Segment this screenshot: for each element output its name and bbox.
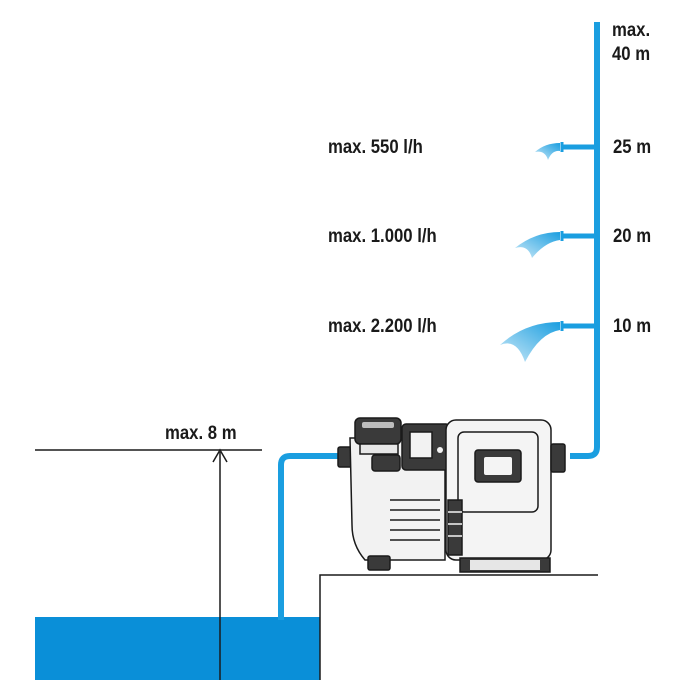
branch-pipe-10 (560, 321, 597, 331)
water-spray-icon (515, 232, 560, 258)
top-height-label-line2: 40 m (612, 44, 651, 65)
height-label-25: 25 m (613, 137, 652, 158)
arrow-up-icon (212, 448, 228, 680)
branch-pipe-20 (560, 231, 597, 241)
flow-label-25: max. 550 l/h (328, 137, 423, 158)
flow-label-10: max. 2.200 l/h (328, 316, 437, 337)
garden-pump-icon (337, 417, 566, 573)
water-spray-icon (535, 143, 560, 160)
height-label-10: 10 m (613, 316, 652, 337)
water-reservoir (35, 617, 320, 680)
ground-ledge (319, 574, 598, 680)
suction-pipe (278, 453, 346, 620)
top-height-label-line1: max. (612, 20, 651, 41)
branch-pipe-25 (560, 142, 597, 152)
delivery-pipe (570, 22, 600, 459)
suction-height-label: max. 8 m (165, 423, 237, 444)
flow-label-20: max. 1.000 l/h (328, 226, 437, 247)
height-label-20: 20 m (613, 226, 652, 247)
water-spray-icon (500, 322, 560, 362)
